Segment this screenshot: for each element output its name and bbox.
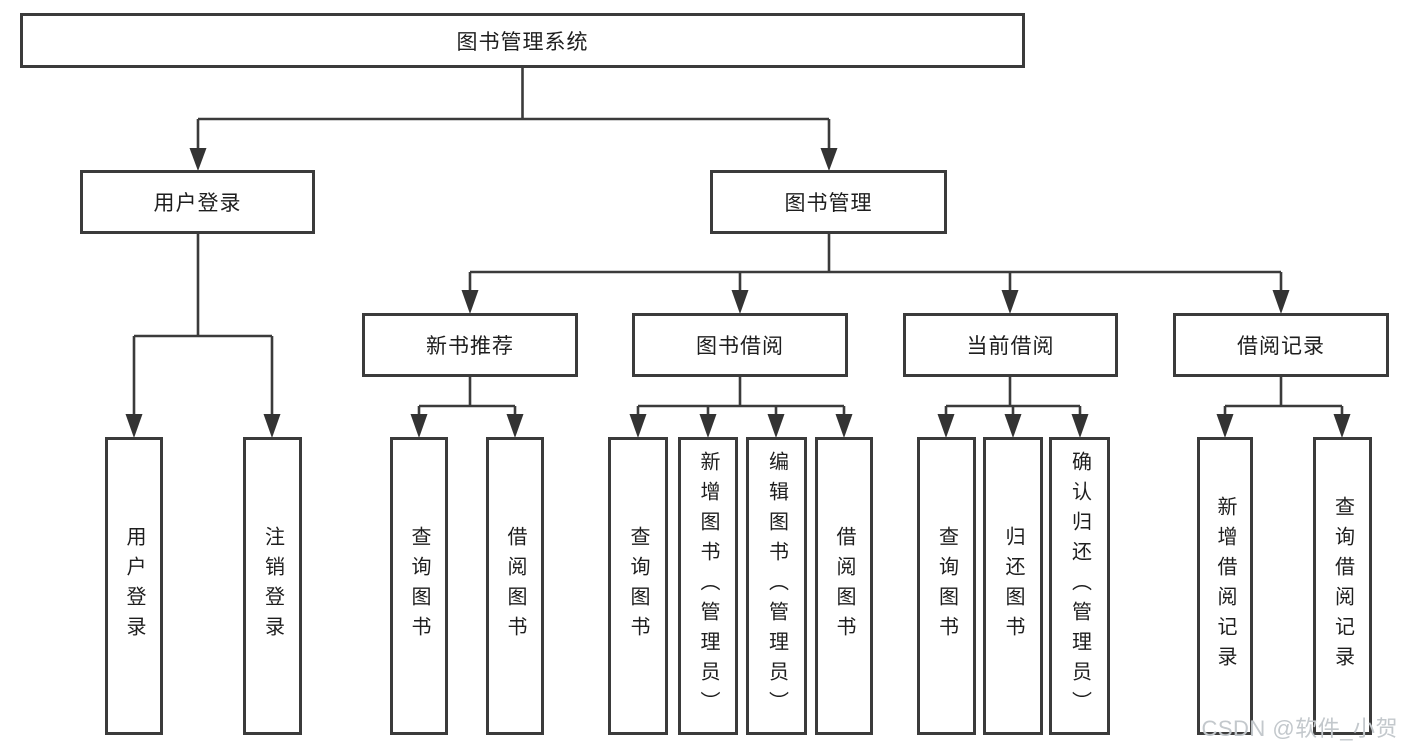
node-book-borrow-label: 图书借阅 xyxy=(696,335,784,358)
leaf-edit-books-admin: 编辑图书（管理员） xyxy=(746,437,807,735)
leaf-query-books-3-label: 查询图书 xyxy=(935,526,958,646)
node-root-label: 图书管理系统 xyxy=(456,30,589,54)
node-new-book-recommend: 新书推荐 xyxy=(362,313,578,377)
csdn-watermark: CSDN @软件_小贺同学 xyxy=(1201,716,1398,741)
leaf-add-borrow-record-label: 新增借阅记录 xyxy=(1214,496,1236,676)
leaf-add-borrow-record: 新增借阅记录 xyxy=(1197,437,1253,735)
leaf-return-books-label: 归还图书 xyxy=(1002,526,1024,646)
node-book-management-label: 图书管理 xyxy=(784,192,873,215)
node-borrow-records: 借阅记录 xyxy=(1173,313,1389,377)
leaf-add-books-admin-label: 新增图书（管理员） xyxy=(697,451,719,721)
leaf-edit-books-admin-label: 编辑图书（管理员） xyxy=(765,451,788,721)
leaf-borrow-books-1-label: 借阅图书 xyxy=(504,526,526,646)
leaf-query-books-1: 查询图书 xyxy=(390,437,448,735)
node-current-borrow-label: 当前借阅 xyxy=(966,335,1055,358)
leaf-add-books-admin: 新增图书（管理员） xyxy=(678,437,738,735)
node-borrow-records-label: 借阅记录 xyxy=(1237,335,1325,358)
leaf-return-books: 归还图书 xyxy=(983,437,1043,735)
node-root-system: 图书管理系统 xyxy=(20,13,1025,68)
leaf-query-books-3: 查询图书 xyxy=(917,437,976,735)
node-new-book-recommend-label: 新书推荐 xyxy=(426,335,514,358)
connector-strokes xyxy=(132,68,1344,416)
leaf-query-books-2: 查询图书 xyxy=(608,437,668,735)
leaf-borrow-books-2-label: 借阅图书 xyxy=(833,526,855,646)
leaf-borrow-books-1: 借阅图书 xyxy=(486,437,544,735)
leaf-confirm-return-admin: 确认归还（管理员） xyxy=(1049,437,1110,735)
leaf-user-login-label: 用户登录 xyxy=(123,526,145,646)
leaf-logout: 注销登录 xyxy=(243,437,302,735)
node-user-login: 用户登录 xyxy=(80,170,315,234)
leaf-query-borrow-record-label: 查询借阅记录 xyxy=(1331,496,1354,676)
leaf-logout-label: 注销登录 xyxy=(261,526,284,646)
arrowheads xyxy=(125,148,1351,438)
leaf-query-books-1-label: 查询图书 xyxy=(408,526,430,646)
node-book-borrow: 图书借阅 xyxy=(632,313,848,377)
node-book-management: 图书管理 xyxy=(710,170,947,234)
leaf-query-borrow-record: 查询借阅记录 xyxy=(1313,437,1372,735)
leaf-confirm-return-admin-label: 确认归还（管理员） xyxy=(1068,451,1091,721)
leaf-user-login: 用户登录 xyxy=(105,437,163,735)
node-user-login-label: 用户登录 xyxy=(153,192,242,215)
node-current-borrow: 当前借阅 xyxy=(903,313,1118,377)
leaf-borrow-books-2: 借阅图书 xyxy=(815,437,873,735)
leaf-query-books-2-label: 查询图书 xyxy=(627,526,649,646)
